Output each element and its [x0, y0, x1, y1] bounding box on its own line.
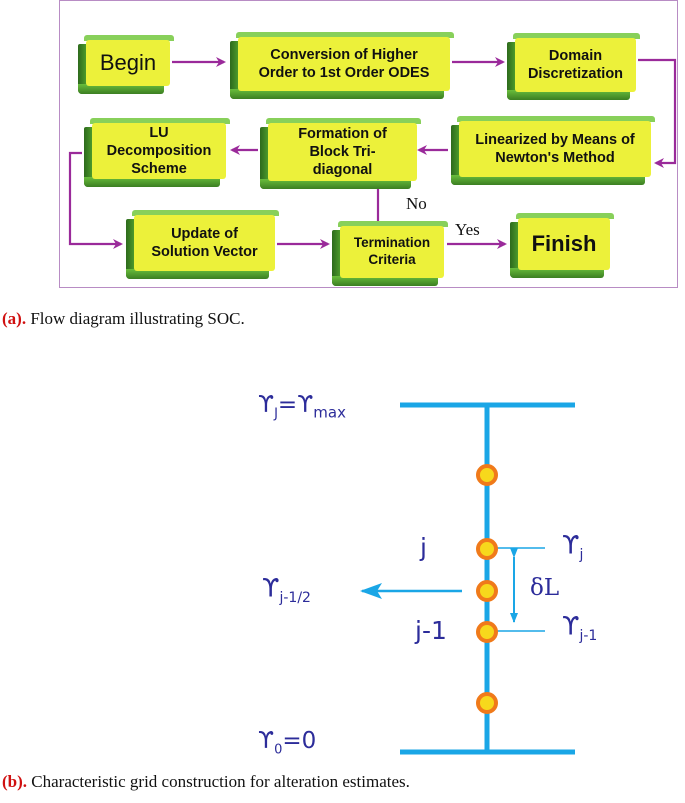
box-begin: Begin	[78, 35, 174, 94]
label-delta-l: δL	[530, 575, 560, 601]
label-top-eq: =ϒ	[277, 392, 314, 418]
box-update: Update of Solution Vector	[126, 210, 279, 279]
box-conversion-label: Conversion of Higher Order to 1st Order …	[238, 37, 450, 91]
grid-node-half	[476, 580, 498, 602]
box-block: Formation of Block Tri-diagonal	[260, 118, 421, 189]
label-yj1-sub: j-1	[579, 628, 598, 644]
box-begin-label: Begin	[86, 40, 170, 86]
label-bottom-main: ϒ	[258, 728, 275, 754]
caption-b-tag: (b).	[2, 772, 28, 791]
label-yj-sub: j	[579, 547, 584, 563]
grid-node-j	[476, 538, 498, 560]
label-yhalf: ϒj-1/2	[262, 573, 311, 606]
box-linearized-label: Linearized by Means of Newton's Method	[459, 121, 651, 177]
label-yj: ϒj	[562, 530, 583, 563]
box-finish-label: Finish	[518, 218, 610, 270]
label-yj1: ϒj-1	[562, 611, 597, 644]
box-termination-label: Termination Criteria	[340, 226, 444, 278]
label-top-max: max	[313, 403, 346, 422]
arrow-domain-linearized	[638, 58, 677, 168]
label-yes: Yes	[455, 220, 480, 239]
caption-b: (b). Characteristic grid construction fo…	[2, 772, 410, 792]
box-lu: LU Decomposition Scheme	[84, 118, 230, 187]
label-yj-main: ϒ	[562, 530, 580, 559]
label-top-main: ϒ	[258, 392, 275, 418]
label-j1: j-1	[415, 616, 447, 645]
label-bottom-eq: =0	[282, 728, 317, 754]
label-yj1-main: ϒ	[562, 611, 580, 640]
grid-node-j1	[476, 621, 498, 643]
label-top-sub: J	[274, 406, 278, 422]
flow-diagram-frame	[59, 0, 678, 288]
grid-construction	[360, 402, 575, 755]
arrow-lu-update	[68, 151, 123, 249]
label-yhalf-main: ϒ	[262, 573, 280, 602]
grid-node	[476, 464, 498, 486]
box-block-label: Formation of Block Tri-diagonal	[268, 123, 417, 181]
caption-a: (a). Flow diagram illustrating SOC.	[2, 309, 245, 329]
box-linearized: Linearized by Means of Newton's Method	[451, 116, 655, 185]
label-top: ϒJ=ϒmax	[258, 392, 346, 422]
box-domain: Domain Discretization	[507, 33, 640, 100]
box-lu-label: LU Decomposition Scheme	[92, 123, 226, 179]
caption-a-tag: (a).	[2, 309, 27, 328]
caption-a-text: Flow diagram illustrating SOC.	[26, 309, 245, 328]
box-update-label: Update of Solution Vector	[134, 215, 275, 271]
caption-b-text: Characteristic grid construction for alt…	[27, 772, 410, 791]
grid-node	[476, 692, 498, 714]
box-finish: Finish	[510, 213, 614, 278]
label-bottom-sub: 0	[274, 742, 283, 758]
box-conversion: Conversion of Higher Order to 1st Order …	[230, 32, 454, 99]
box-domain-label: Domain Discretization	[515, 38, 636, 92]
label-j: j	[420, 533, 427, 562]
box-termination: Termination Criteria	[332, 221, 448, 286]
label-bottom: ϒ0=0	[258, 728, 316, 758]
label-yhalf-sub: j-1/2	[279, 590, 311, 606]
label-no: No	[406, 194, 427, 213]
